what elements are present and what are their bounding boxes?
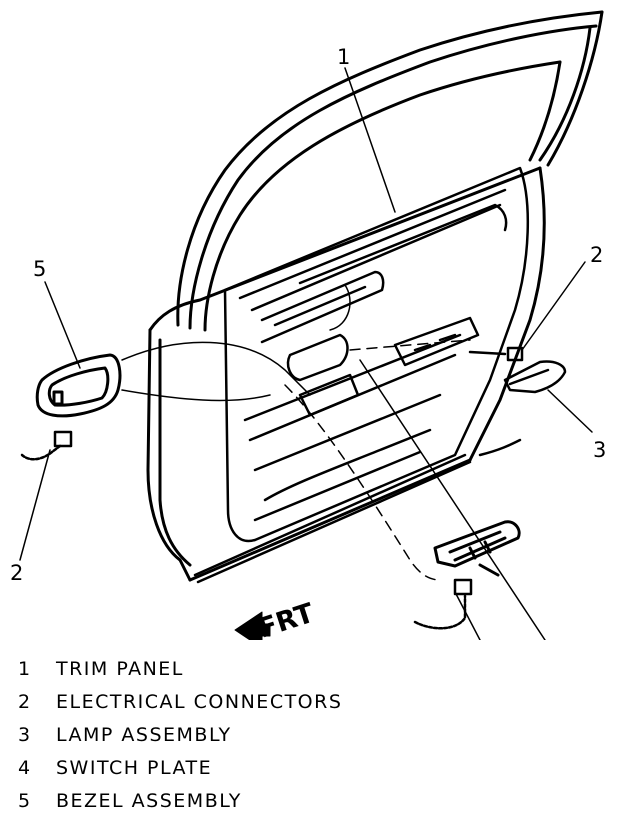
front-direction-label: FRT [255,598,319,640]
legend-number: 3 [18,723,32,746]
legend-label: SWITCH PLATE [56,756,213,779]
callout-5: 5 [33,257,46,281]
legend-item: 5 BEZEL ASSEMBLY [18,784,438,817]
legend-number: 1 [18,657,32,680]
leader-lines [19,67,593,640]
bezel-assembly [35,353,122,418]
callout-2-left: 2 [10,561,23,585]
callout-labels: 1 2 3 5 2 2 4 FRT [10,45,606,640]
door-trim-diagram: 1 2 3 5 2 2 4 FRT [10,10,606,640]
legend-item: 1 TRIM PANEL [18,652,438,685]
parts-legend: 1 TRIM PANEL 2 ELECTRICAL CONNECTORS 3 L… [18,652,438,817]
legend-number: 5 [18,789,32,812]
legend-item: 4 SWITCH PLATE [18,751,438,784]
legend-label: LAMP ASSEMBLY [56,723,232,746]
connector-left [20,430,73,461]
connector-bottom [413,578,473,630]
callout-3: 3 [593,438,606,462]
legend-label: BEZEL ASSEMBLY [56,789,242,812]
legend-label: ELECTRICAL CONNECTORS [56,690,343,713]
callout-2-right: 2 [590,243,603,267]
trim-panel [193,166,530,584]
connector-right [468,346,524,362]
legend-number: 4 [18,756,32,779]
front-arrow-icon [234,611,271,640]
wiring-lines [121,284,471,581]
switch-plate [433,520,521,577]
legend-item: 2 ELECTRICAL CONNECTORS [18,685,438,718]
door-frame [146,10,604,582]
legend-number: 2 [18,690,32,713]
legend-item: 3 LAMP ASSEMBLY [18,718,438,751]
lamp-assembly [503,360,567,394]
legend-label: TRIM PANEL [56,657,184,680]
callout-1: 1 [337,45,350,69]
